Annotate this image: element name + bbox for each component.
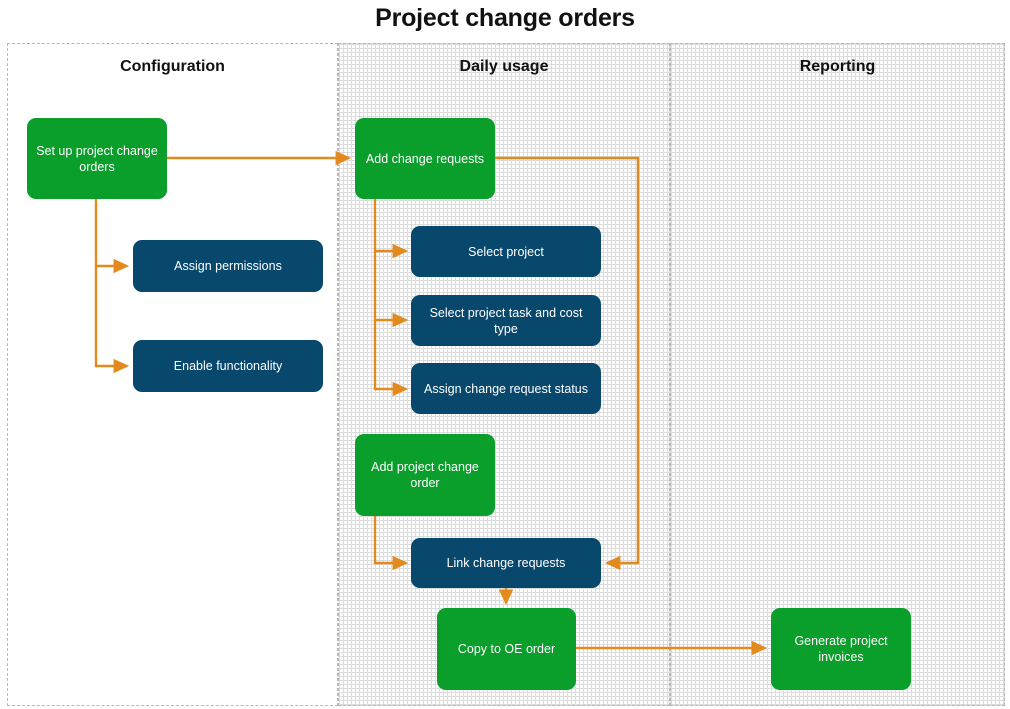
node-label: Enable functionality [173,359,283,373]
node-label: Select project [468,244,544,259]
node-label: Copy to OE order [457,642,556,656]
node-assign-change-request-status[interactable]: Assign change request status [411,363,601,414]
node-link-change-requests[interactable]: Link change requests [411,538,601,588]
lane-title-daily-usage: Daily usage [459,58,549,75]
lane-title-configuration: Configuration [120,58,225,75]
node-label: Generate project invoices [794,634,888,664]
node-label: Add project change order [371,460,479,490]
node-label: Add change requests [365,151,485,166]
node-label: Assign permissions [174,259,282,273]
node-label: Link change requests [446,556,566,570]
swimlane-container: Configuration Daily usage Reporting [7,43,1005,706]
node-set-up-project-change-orders[interactable]: Set up project change orders [27,118,167,199]
page-title: Project change orders [375,4,635,32]
node-generate-project-invoices[interactable]: Generate project invoices [771,608,911,690]
node-select-project-task-and-cost-type[interactable]: Select project task and cost type [411,295,601,346]
node-label: Set up project change orders [36,143,158,174]
node-assign-permissions[interactable]: Assign permissions [133,240,323,292]
node-select-project[interactable]: Select project [411,226,601,277]
node-copy-to-oe-order[interactable]: Copy to OE order [437,608,576,690]
node-add-project-change-order[interactable]: Add project change order [355,434,495,516]
node-enable-functionality[interactable]: Enable functionality [133,340,323,392]
node-add-change-requests[interactable]: Add change requests [355,118,495,199]
lane-reporting: Reporting [670,43,1005,706]
node-label: Select project task and cost type [429,305,583,336]
node-label: Assign change request status [424,381,588,396]
lane-title-reporting: Reporting [799,58,876,75]
